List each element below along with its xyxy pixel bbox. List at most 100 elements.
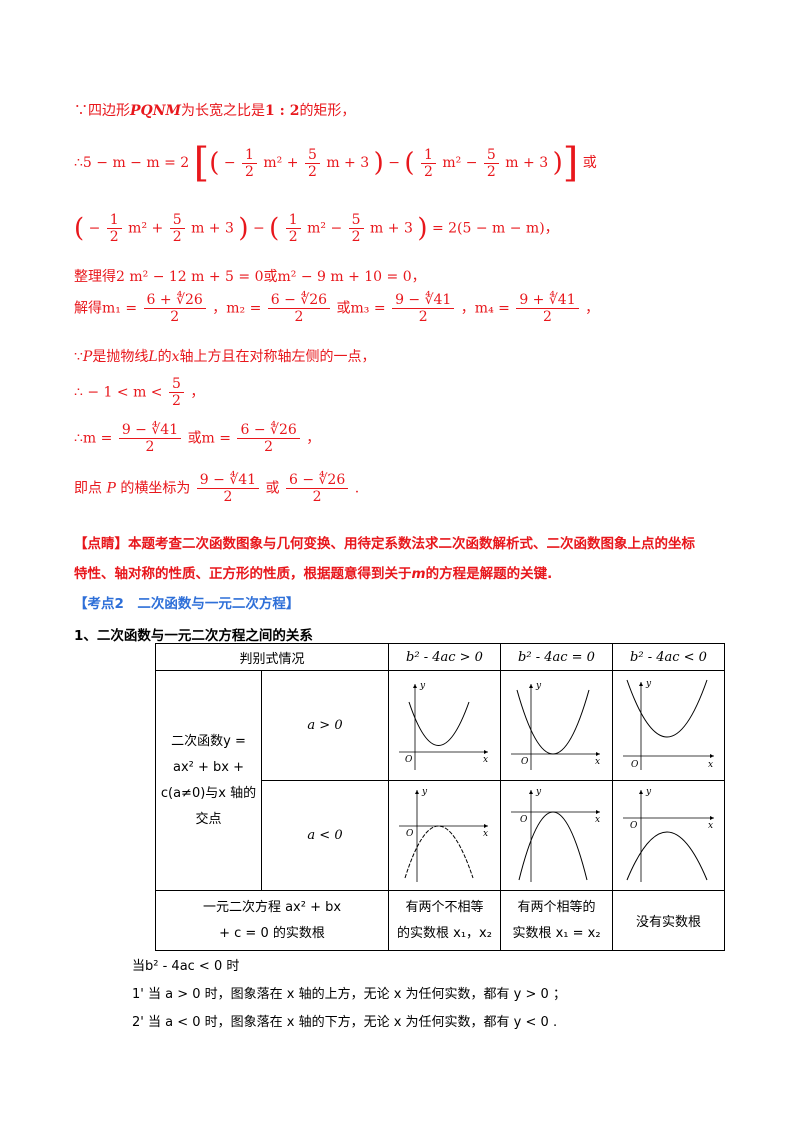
x-axis-label: x — [483, 755, 488, 765]
x-axis-arrow — [595, 751, 600, 756]
math-term: m + 3 — [370, 220, 413, 237]
header-cell: b² - 4ac > 0 — [388, 643, 501, 671]
fraction-den: 2 — [486, 163, 496, 180]
fraction-num: 6 + ∜26 — [143, 292, 206, 309]
math-var: P — [82, 349, 93, 365]
math-term: m + 3 — [326, 155, 370, 171]
fraction-num: 9 + ∜41 — [516, 292, 579, 309]
fraction-num: 9 − ∜41 — [392, 292, 455, 309]
section-heading: 【考点2 二次函数与一元二次方程】 — [74, 596, 300, 612]
math-var: L — [148, 349, 158, 365]
text-span: ∴ − 1 < m < — [74, 384, 163, 401]
x-axis-arrow — [483, 749, 488, 754]
origin-label: O — [521, 757, 529, 767]
parabola-up-two-roots: y x O — [398, 681, 488, 770]
header-cell: 判别式情况 — [155, 643, 389, 671]
right-paren: ) — [238, 213, 249, 244]
table-header-row: 判别式情况 b² - 4ac > 0 b² - 4ac = 0 b² - 4ac… — [155, 643, 725, 671]
parabola-down-one-root: y x O — [510, 787, 600, 882]
left-bracket: [ — [193, 140, 210, 186]
note-line-1: 当b² - 4ac < 0 时 — [132, 959, 240, 974]
note-line-2: 1' 当 a > 0 时，图象落在 x 轴的上方，无论 x 为任何实数，都有 y… — [132, 987, 566, 1002]
fraction-num: 1 — [242, 147, 257, 164]
y-axis-arrow — [638, 789, 643, 794]
table-row-a-pos: 二次函数y = ax² + bx + c(a≠0)与x 轴的 交点 a > 0 … — [155, 670, 725, 891]
x-axis-label: x — [595, 815, 600, 825]
math-sign: − — [252, 220, 265, 237]
because-symbol: ∵ — [74, 349, 83, 365]
parabola-down-two-roots: y x O — [398, 787, 488, 882]
text-span: 解得m₁ = — [74, 300, 138, 317]
row-label-line: 二次函数y = — [171, 733, 246, 749]
text-span: 即点 — [74, 480, 102, 497]
right-paren: ) — [417, 213, 428, 244]
math-var: m — [411, 566, 426, 582]
roots-cell: 有两个不相等 的实数根 x₁，x₂ — [388, 890, 501, 951]
remark-line-1: 【点睛】本题考查二次函数图象与几何变换、用待定系数法求二次函数解析式、二次函数图… — [74, 532, 695, 552]
origin-label: O — [406, 829, 414, 839]
text-span: . — [354, 480, 360, 497]
graph-cell: y x O — [500, 670, 613, 781]
text-span: 的横坐标为 — [120, 480, 191, 497]
y-axis-label: y — [421, 787, 428, 797]
origin-label: O — [405, 755, 413, 765]
fraction-den: 2 — [264, 439, 274, 455]
text-span: ∴m = — [74, 430, 113, 447]
text-span: 四边形 — [88, 103, 130, 119]
parabola-curve — [518, 811, 587, 880]
math-sign: − — [388, 155, 400, 171]
row-label-cell: 二次函数y = ax² + bx + c(a≠0)与x 轴的 交点 — [155, 670, 262, 891]
right-paren: ) — [552, 148, 563, 178]
equation-label-line: + c = 0 的实数根 — [219, 925, 325, 941]
text-line-4: 整理得2 m² − 12 m + 5 = 0或m² − 9 m + 10 = 0… — [74, 269, 426, 285]
equation-rhs: = 2(5 − m − m)， — [431, 220, 559, 237]
note-line-3: 2' 当 a < 0 时，图象落在 x 轴的下方，无论 x 为任何实数，都有 y… — [132, 1015, 558, 1030]
x-axis-arrow — [709, 815, 714, 820]
fraction-num: 5 — [169, 212, 185, 229]
fraction-den: 2 — [418, 309, 428, 325]
because-symbol: ∵ — [74, 103, 88, 119]
fraction-num: 5 — [348, 212, 364, 229]
text-span: ，m₂ = — [212, 300, 262, 317]
fraction-num: 1 — [421, 147, 436, 164]
fraction-num: 5 — [169, 376, 184, 393]
roots-line: 有两个相等的 — [517, 899, 596, 915]
parabola-up-no-root: y x O — [622, 679, 714, 770]
y-axis-label: y — [535, 787, 542, 797]
graph-cell: y x O — [612, 780, 725, 891]
left-paren: ( — [209, 148, 220, 178]
comma: ， — [190, 384, 205, 401]
text-span: ，m₄ = — [460, 300, 510, 317]
text-span: 的矩形， — [299, 103, 356, 119]
row-label-line: ax² + bx + — [173, 759, 244, 775]
roots-line: 没有实数根 — [635, 915, 701, 930]
graph-cell: y x O — [388, 780, 501, 891]
x-axis-label: x — [708, 821, 713, 831]
right-bracket: ] — [562, 140, 579, 186]
math-term: m² − — [307, 220, 343, 237]
math-var: PQNM — [130, 103, 182, 119]
x-axis-label: x — [595, 757, 600, 767]
roots-line: 的实数根 x₁，x₂ — [397, 925, 492, 941]
y-axis-label: y — [535, 681, 542, 691]
math-var: P — [106, 480, 116, 497]
math-term: m² + — [263, 155, 299, 171]
left-paren: ( — [404, 148, 415, 178]
text-span: ， — [306, 430, 321, 447]
roots-cell: 有两个相等的 实数根 x₁ = x₂ — [500, 890, 613, 951]
parabola-curve — [404, 825, 473, 878]
origin-label: O — [630, 821, 638, 831]
